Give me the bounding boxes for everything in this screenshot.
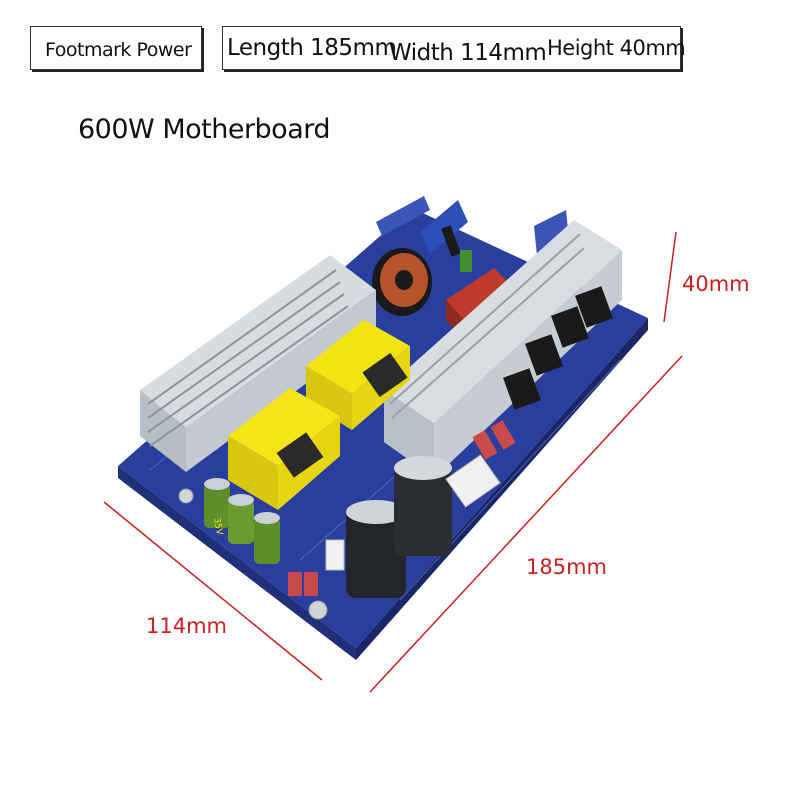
width-text: Width 114mm <box>389 40 547 66</box>
brand-label-box: Footmark Power <box>30 26 202 70</box>
length-dimension-line <box>369 355 683 693</box>
width-dimension-label: 114mm <box>146 614 227 638</box>
right-heatsink <box>384 220 622 478</box>
length-dimension-label: 185mm <box>526 555 607 579</box>
product-title: 600W Motherboard <box>78 114 331 145</box>
toroid-inductor <box>372 248 432 316</box>
mosfet-row <box>503 286 613 410</box>
screw-terminals <box>178 488 328 620</box>
width-dimension-line <box>103 501 323 681</box>
capacitor-voltage-label: 35V <box>211 517 224 537</box>
left-heatsink <box>140 255 376 472</box>
height-dimension-line <box>663 231 677 323</box>
transformer-front <box>228 388 340 510</box>
height-dimension-label: 40mm <box>682 272 750 296</box>
large-capacitors <box>346 456 452 598</box>
dimensions-label-box: Length 185mm Width 114mm Height 40mm <box>222 26 686 70</box>
connectors <box>325 454 501 571</box>
fuses <box>288 420 516 596</box>
brand-text: Footmark Power <box>45 39 192 61</box>
small-capacitors <box>204 478 280 564</box>
height-text: Height 40mm <box>547 36 686 60</box>
transformer-rear <box>306 320 410 430</box>
green-component <box>460 250 472 272</box>
length-text: Length 185mm <box>227 35 397 61</box>
